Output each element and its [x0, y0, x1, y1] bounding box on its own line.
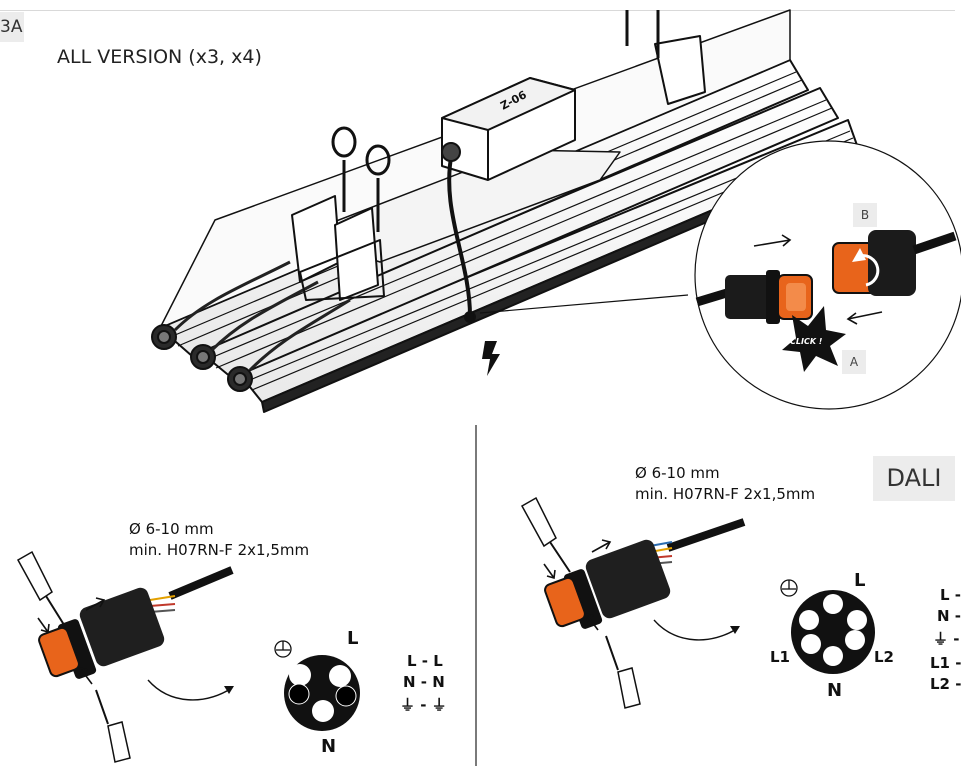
right-cable-spec: min. H07RN-F 2x1,5mm	[635, 485, 816, 503]
dali-badge: DALI	[873, 456, 955, 501]
rotate-arrow-icon	[859, 254, 880, 287]
left-cable-diameter: Ø 6-10 mm	[129, 520, 214, 538]
eye-bolts	[331, 10, 660, 232]
left-connector-assembly	[16, 550, 234, 763]
label-a: A	[850, 355, 859, 369]
step-label: 3A	[0, 12, 24, 42]
brackets	[291, 35, 706, 301]
left-pin-l: L	[347, 628, 359, 649]
connector-female	[832, 230, 957, 296]
left-wiring-1: L - L	[407, 652, 443, 670]
socket-face-5pin	[780, 579, 875, 674]
label-b: B	[861, 208, 869, 222]
push-arrows	[753, 234, 883, 325]
right-pin-l2: L2	[874, 648, 894, 666]
left-wiring-3: ⏚ - ⏚	[400, 696, 447, 714]
left-pin-n: N	[321, 736, 337, 757]
click-starburst	[782, 306, 846, 372]
internal-wires	[173, 260, 351, 372]
click-text: CLICK !	[790, 337, 823, 346]
right-connector-assembly	[520, 496, 746, 709]
earth-ground-icon	[780, 579, 798, 597]
diagram-title: ALL VERSION (x3, x4)	[57, 46, 262, 68]
earth-ground-icon	[274, 640, 292, 658]
screwdriver-icon	[16, 550, 131, 763]
right-cable-diameter: Ø 6-10 mm	[635, 464, 720, 482]
right-wiring-2: N -	[937, 607, 961, 625]
right-wiring-1: L -	[940, 586, 961, 604]
right-pin-l1: L1	[770, 648, 790, 666]
screwdriver-icon	[520, 496, 641, 709]
right-wiring-3: ⏚ -	[933, 630, 960, 648]
supply-cable	[447, 151, 472, 317]
lightning-icon	[482, 341, 500, 376]
socket-face-3pin	[274, 640, 360, 731]
left-wiring-2: N - N	[403, 673, 445, 691]
end-glands	[151, 324, 253, 392]
right-wiring-4: L1 -	[930, 654, 961, 672]
connector-male	[695, 270, 813, 324]
right-pin-n: N	[827, 680, 843, 701]
connector-inset: CLICK ! B A	[694, 140, 961, 410]
driver-box: Z-06	[441, 77, 576, 181]
left-cable-spec: min. H07RN-F 2x1,5mm	[129, 541, 310, 559]
right-wiring-5: L2 -	[930, 675, 961, 693]
right-pin-l: L	[854, 570, 866, 591]
top-rule	[0, 10, 955, 11]
